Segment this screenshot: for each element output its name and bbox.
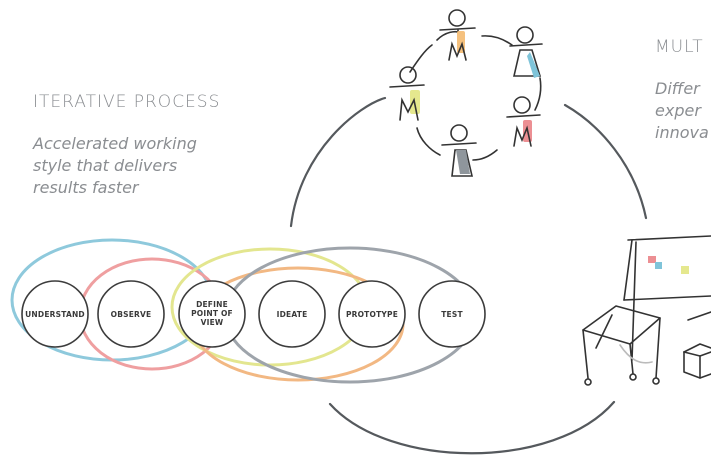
step-label-define-point-of-view: DEFINE POINT OF VIEW: [179, 300, 245, 327]
step-circles: [21, 280, 486, 348]
step-circle-understand: [21, 280, 89, 348]
step-circle-test: [418, 280, 486, 348]
step-label-observe: OBSERVE: [98, 310, 164, 319]
iterative-process-subtitle: Accelerated working style that delivers …: [33, 133, 263, 199]
multidisciplinary-subtitle: Differ exper innova: [655, 78, 711, 144]
step-label-line: DEFINE: [196, 300, 228, 309]
subtitle-line: innova: [655, 123, 709, 142]
iterative-process-title: ITERATIVE PROCESS: [33, 92, 221, 112]
step-label-line: TEST: [441, 310, 463, 319]
arc-top-right: [563, 103, 648, 220]
arc-bottom: [328, 400, 616, 455]
step-label-prototype: PROTOTYPE: [339, 310, 405, 319]
team-circle-illustration: [389, 9, 543, 177]
step-label-test: TEST: [419, 310, 485, 319]
step-label-line: POINT OF: [191, 309, 233, 318]
subtitle-line: Accelerated working: [33, 134, 197, 153]
workspace-furniture-illustration: [582, 235, 711, 386]
step-circle-ideate: [258, 280, 326, 348]
step-label-understand: UNDERSTAND: [15, 310, 95, 319]
arc-top-left: [289, 96, 387, 228]
step-label-line: VIEW: [200, 318, 224, 327]
step-circle-prototype: [338, 280, 406, 348]
subtitle-line: Differ: [655, 79, 700, 98]
step-label-line: UNDERSTAND: [25, 310, 85, 319]
multidisciplinary-title: MULT: [655, 37, 704, 57]
step-label-line: IDEATE: [276, 310, 308, 319]
subtitle-line: results faster: [33, 178, 139, 197]
step-circle-define: [178, 280, 246, 348]
step-label-line: PROTOTYPE: [345, 310, 399, 319]
step-label-ideate: IDEATE: [259, 310, 325, 319]
step-circle-observe: [97, 280, 165, 348]
subtitle-line: style that delivers: [33, 156, 178, 175]
step-label-line: OBSERVE: [110, 310, 152, 319]
subtitle-line: exper: [655, 101, 701, 120]
